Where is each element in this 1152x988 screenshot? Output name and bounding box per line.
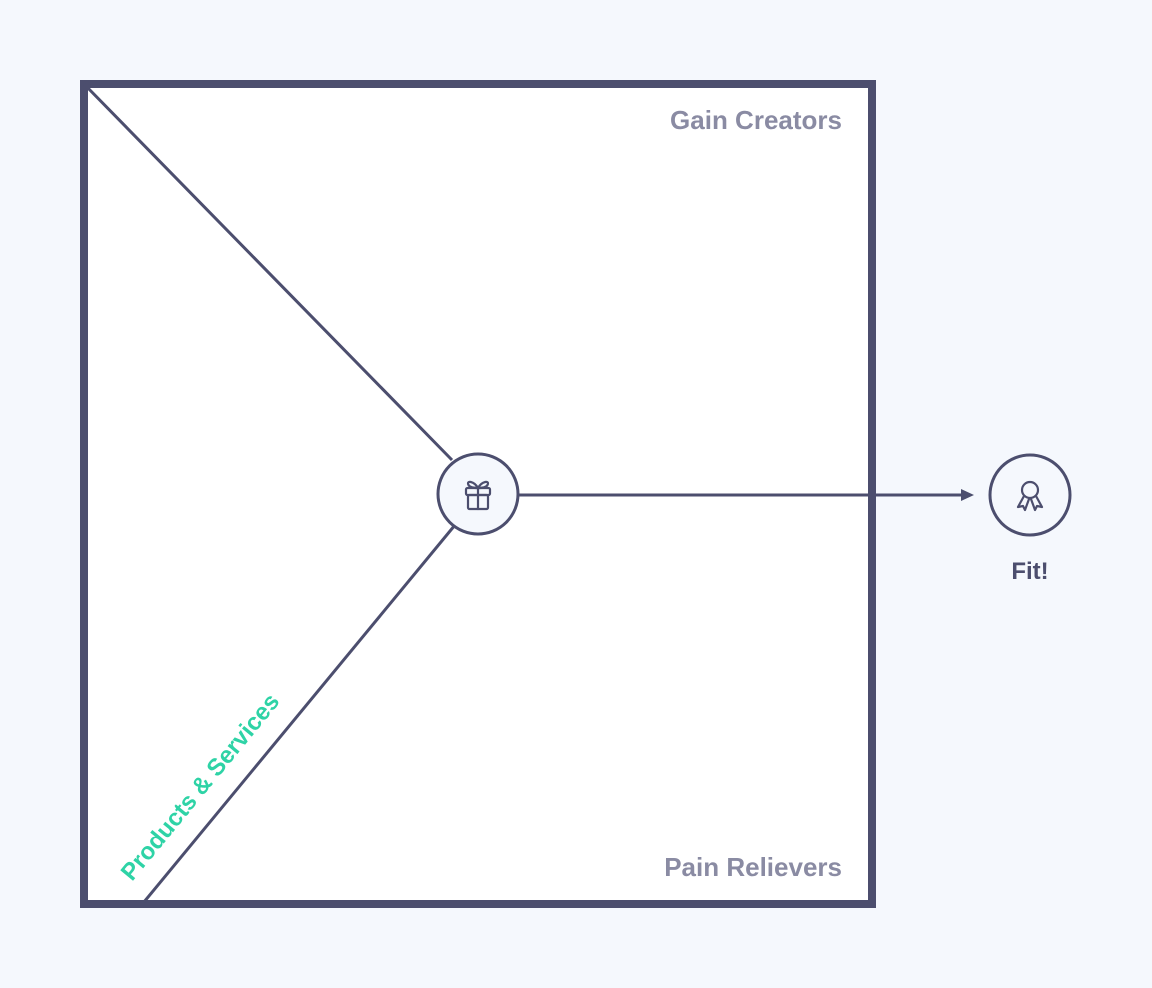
fit-node-circle [988, 453, 1072, 537]
fit-label: Fit! [1011, 558, 1048, 585]
divider-line-top [82, 82, 454, 462]
divider-line-bottom [142, 524, 457, 903]
pain-relievers-label: Pain Relievers [664, 852, 842, 882]
arrow-head-icon [961, 489, 974, 501]
gift-icon [464, 480, 492, 511]
gain-creators-label: Gain Creators [670, 105, 842, 135]
award-ribbon-icon [1016, 480, 1044, 512]
fit-node[interactable] [988, 453, 1072, 537]
products-node[interactable] [436, 452, 520, 536]
